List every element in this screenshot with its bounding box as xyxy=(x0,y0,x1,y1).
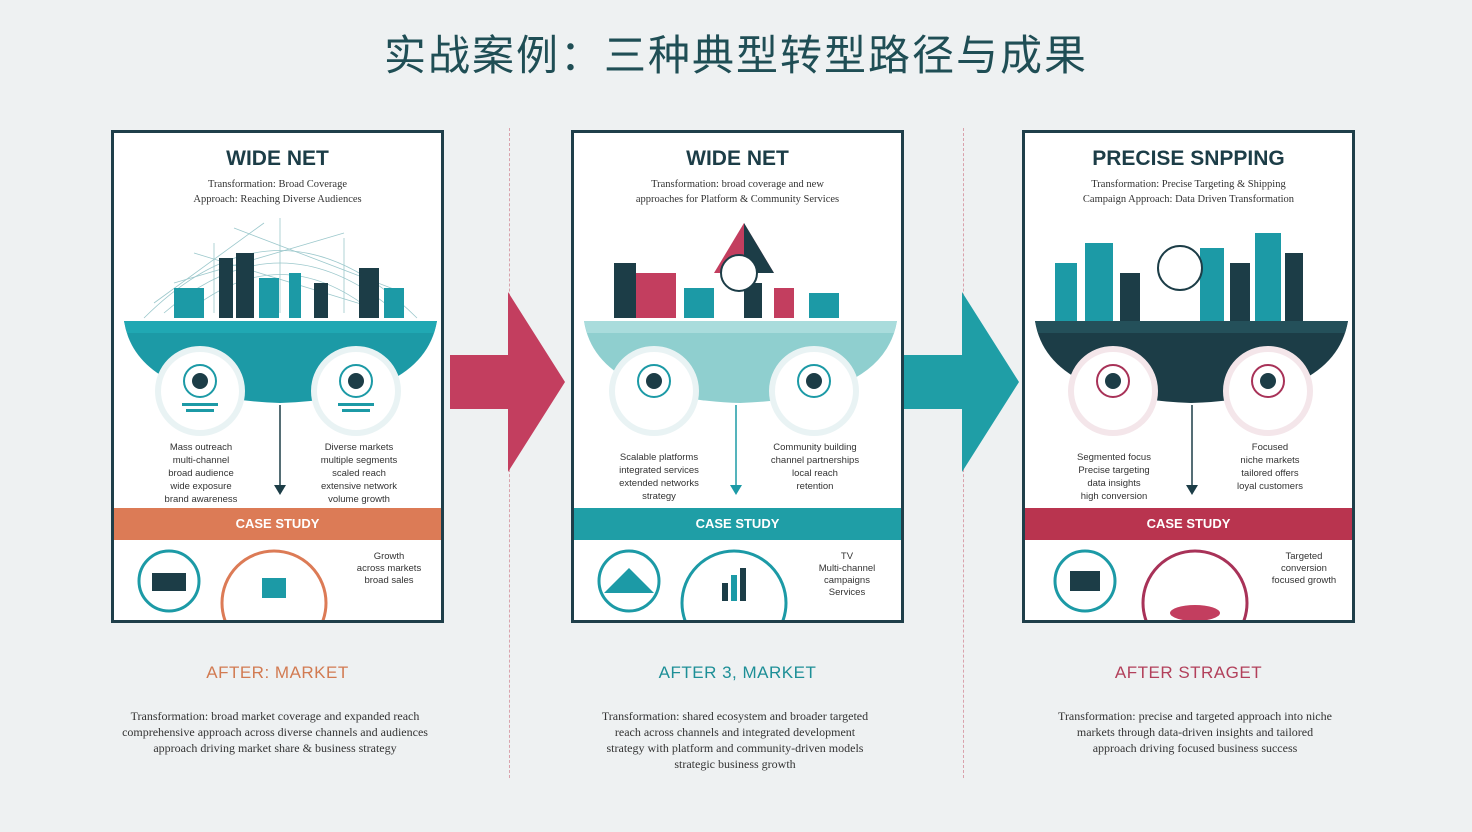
card-title: WIDE NET xyxy=(686,147,789,170)
case-card-wide-net-2: WIDE NET Transformation: broad coverage … xyxy=(571,130,904,623)
arrow-right-icon xyxy=(450,292,565,472)
case-description-2: Transformation: shared ecosystem and bro… xyxy=(601,709,869,771)
case-study-band: CASE STUDY xyxy=(574,508,901,540)
after-label-2: AFTER 3, MARKET xyxy=(658,663,817,682)
arrow-right-icon xyxy=(904,292,1019,472)
case-card-precise: PRECISE SNPPING Transformation: Precise … xyxy=(1022,130,1355,623)
network-globe-illustration xyxy=(124,218,437,495)
case-description-3: Transformation: precise and targeted app… xyxy=(1058,709,1332,755)
case-study-band: CASE STUDY xyxy=(1025,508,1352,540)
after-label-1: AFTER: MARKET xyxy=(206,663,349,682)
case-study-illustration xyxy=(137,549,328,620)
card-title: WIDE NET xyxy=(226,147,329,170)
card-subtitle: Transformation: Precise Targeting & Ship… xyxy=(1082,179,1295,205)
after-label-3: AFTER STRAGET xyxy=(1114,663,1263,682)
case-study-band: CASE STUDY xyxy=(114,508,441,540)
card-title: PRECISE SNPPING xyxy=(1092,147,1285,170)
case-study-illustration xyxy=(1053,549,1249,620)
case-description-1: Transformation: broad market coverage an… xyxy=(122,709,428,755)
city-target-illustration xyxy=(1035,233,1348,495)
city-platform-illustration xyxy=(584,223,897,495)
case-study-illustration xyxy=(597,549,788,620)
page-title: 实战案例：三种典型转型路径与成果 xyxy=(383,31,1088,80)
